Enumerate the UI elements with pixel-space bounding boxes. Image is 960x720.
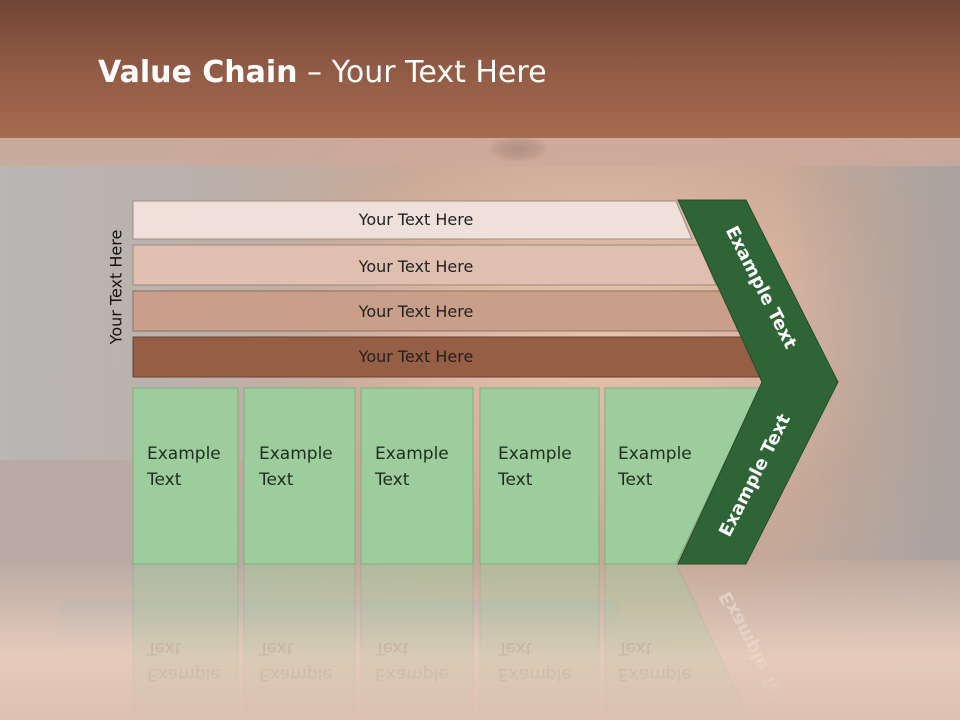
reflection-text-2a: Example bbox=[259, 664, 333, 684]
bar-4-label: Your Text Here bbox=[358, 347, 474, 366]
reflection-text-5b: Text bbox=[617, 638, 653, 658]
activity-box-2 bbox=[243, 387, 356, 565]
support-bars: Your Text Here Your Text Here Your Text … bbox=[132, 200, 763, 378]
bar-1-label: Your Text Here bbox=[358, 210, 474, 229]
slide-title: Value Chain – Your Text Here bbox=[98, 55, 547, 90]
reflection-box-1 bbox=[132, 563, 239, 720]
bar-1 bbox=[132, 200, 693, 240]
reflection-text-1b: Text bbox=[146, 638, 182, 658]
header-bar bbox=[0, 0, 960, 138]
activity-box-5-line1: Example bbox=[618, 444, 692, 464]
bar-2-label: Your Text Here bbox=[358, 257, 474, 276]
bar-2 bbox=[132, 244, 717, 286]
bar-3-label: Your Text Here bbox=[358, 302, 474, 321]
activity-box-3-line2: Text bbox=[374, 470, 410, 490]
reflection-text-4a: Example bbox=[498, 664, 572, 684]
reflection-box-2 bbox=[243, 563, 356, 720]
reflection-box-5 bbox=[604, 563, 752, 720]
activity-box-4-line1: Example bbox=[498, 444, 572, 464]
activity-box-5-line2: Text bbox=[617, 470, 653, 490]
activity-box-1-line2: Text bbox=[146, 470, 182, 490]
slide-title-bold: Value Chain bbox=[98, 55, 298, 90]
reflection-text-1a: Example bbox=[147, 664, 221, 684]
reflection-box-4 bbox=[479, 563, 600, 720]
activity-box-1-line1: Example bbox=[147, 444, 221, 464]
activity-box-2-line2: Text bbox=[258, 470, 294, 490]
slide-title-rest: – Your Text Here bbox=[297, 55, 547, 90]
reflection-box-3 bbox=[360, 563, 474, 720]
reflection-text-4b: Text bbox=[497, 638, 533, 658]
reflection-text-5a: Example bbox=[618, 664, 692, 684]
activity-box-2-line1: Example bbox=[259, 444, 333, 464]
primary-boxes: Example Text Example Text Example Text E… bbox=[132, 387, 761, 565]
activity-box-4 bbox=[479, 387, 600, 565]
reflection-text-2b: Text bbox=[258, 638, 294, 658]
reflection-text-3a: Example bbox=[375, 664, 449, 684]
activity-box-3-line1: Example bbox=[375, 444, 449, 464]
header-band bbox=[0, 138, 960, 166]
activity-box-4-line2: Text bbox=[497, 470, 533, 490]
reflection-text-3b: Text bbox=[374, 638, 410, 658]
reflection-chevron bbox=[678, 200, 838, 564]
activity-box-1 bbox=[132, 387, 239, 565]
